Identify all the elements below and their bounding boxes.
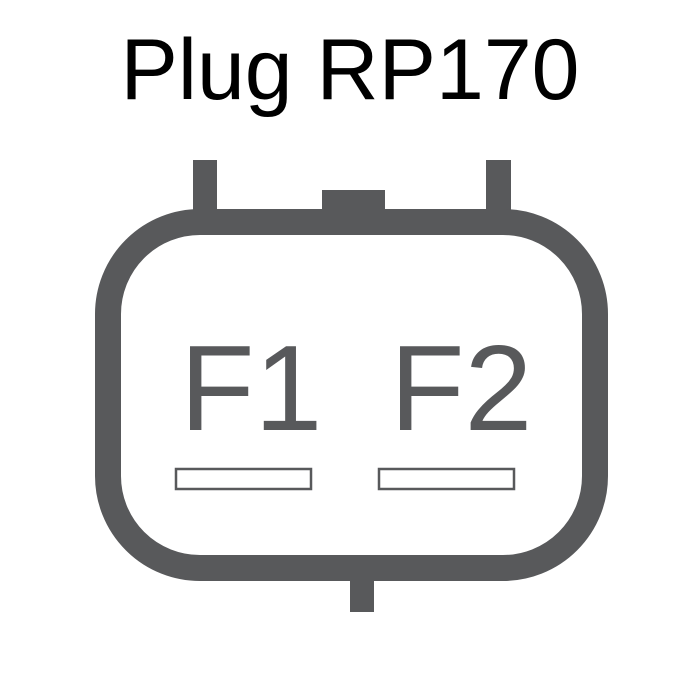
left-top-pin (193, 160, 217, 215)
terminal-slot-f1 (174, 467, 313, 491)
terminal-label-f1: F1 (180, 320, 322, 456)
connector-tabs (193, 160, 511, 612)
bottom-pin (350, 575, 374, 612)
terminal-label-f2: F2 (390, 320, 532, 456)
plug-title: Plug RP170 (120, 22, 580, 118)
terminal-slot-f2 (377, 467, 516, 491)
right-top-pin (486, 160, 511, 215)
